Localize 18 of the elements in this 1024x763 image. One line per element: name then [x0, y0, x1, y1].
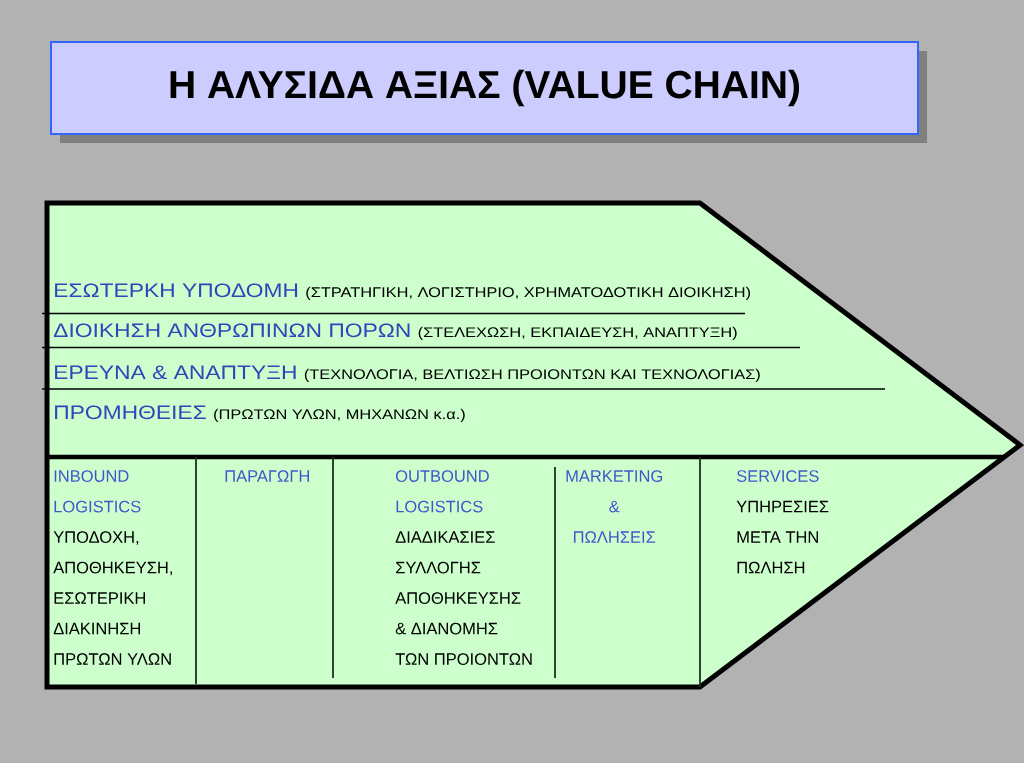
activity-heading: ΕΣΩΤΕΡΚΗ ΥΠΟΔΟΜΗ	[55, 283, 298, 298]
activity-heading: OUTBOUND LOGISTICS	[396, 470, 489, 513]
activity-heading: INBOUND LOGISTICS	[54, 470, 141, 513]
activity-details: ΥΠΟΔΟΧΗ, ΑΠΟΘΗΚΕΥΣΗ, ΕΣΩΤΕΡΙΚΗ ΔΙΑΚΙΝΗΣΗ ΠΡΩΤΩΝ ΥΛΩΝ	[53, 531, 172, 665]
activity-heading: ΠΑΡΑΓΩΓΗ	[225, 470, 309, 482]
chevron-arrow	[44, 200, 1024, 690]
activity-heading: ΕΡΕΥΝΑ & ΑΝΑΠΤΥΞΗ	[55, 365, 296, 380]
activity-details: ΔΙΑΔΙΚΑΣΙΕΣ ΣΥΛΛΟΓΗΣ ΑΠΟΘΗΚΕΥΣΗΣ & ΔΙΑΝΟΜΗΣ ΤΩΝ ΠΡΟΙΟΝΤΩΝ	[395, 531, 532, 665]
activity-heading: SERVICES	[736, 470, 819, 482]
title-banner: Η ΑΛΥΣΙΔΑ ΑΞΙΑΣ (VALUE CHAIN)	[50, 41, 927, 143]
activity-details: ΥΠΗΡΕΣΙΕΣ ΜΕΤΑ ΤΗΝ ΠΩΛΗΣΗ	[736, 500, 829, 574]
activity-heading: MARKETING & ΠΩΛΗΣΕΙΣ	[566, 470, 663, 543]
activity-description: (ΣΤΕΛΕΧΩΣΗ, ΕΚΠΑΙΔΕΥΣΗ, ΑΝΑΠΤΥΞΗ)	[418, 326, 737, 340]
activity-heading: ΠΡΟΜΗΘΕΙΕΣ	[55, 405, 206, 420]
activity-description: (ΠΡΩΤΩΝ ΥΛΩΝ, ΜΗΧΑΝΩΝ κ.α.)	[214, 408, 465, 422]
activity-description: (ΣΤΡΑΤΗΓΙΚΗ, ΛΟΓΙΣΤΗΡΙΟ, ΧΡΗΜΑΤΟΔΟΤΙΚΗ ΔΙΟΙΚΗΣΗ)	[306, 286, 750, 300]
activity-heading: ΔΙΟΙΚΗΣΗ ΑΝΘΡΩΠΙΝΩΝ ΠΟΡΩΝ	[53, 323, 410, 338]
activity-description: (ΤΕΧΝΟΛΟΓΙΑ, ΒΕΛΤΙΩΣΗ ΠΡΟΙΟΝΤΩΝ ΚΑΙ ΤΕΧΝΟΛΟΓΙΑΣ)	[304, 368, 760, 382]
